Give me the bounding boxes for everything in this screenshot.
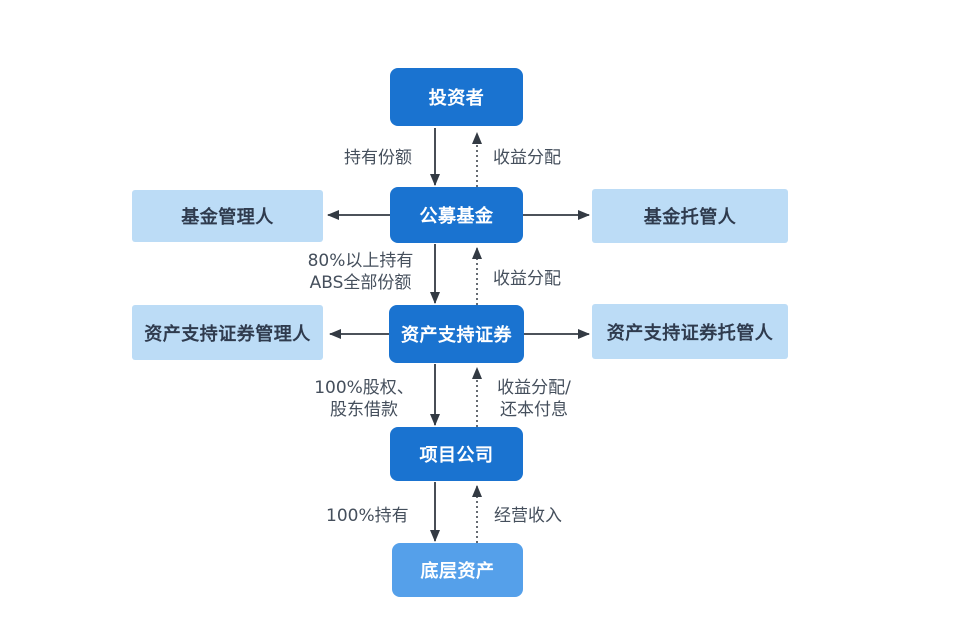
edge-label-100-percent-equity: 100%股权、 股东借款 <box>290 377 438 421</box>
edge-label-hold-100-percent: 100%持有 <box>326 506 409 526</box>
edge-label-equity-line2: 股东借款 <box>330 400 398 420</box>
node-investor-label: 投资者 <box>428 88 485 109</box>
node-abs-custodian: 资产支持证券托管人 <box>592 304 788 359</box>
edge-label-income-distribution-3: 收益分配/ 还本付息 <box>492 377 576 421</box>
node-project-company-label: 项目公司 <box>419 445 494 466</box>
node-public-fund-label: 公募基金 <box>419 206 494 227</box>
edge-label-income-3-line2: 还本付息 <box>500 400 568 420</box>
node-fund-manager-label: 基金管理人 <box>181 207 274 228</box>
edge-label-income-3-line1: 收益分配/ <box>497 378 571 398</box>
edge-label-operating-income: 经营收入 <box>494 506 562 526</box>
node-abs: 资产支持证券 <box>389 305 524 363</box>
node-abs-custodian-label: 资产支持证券托管人 <box>606 322 774 344</box>
node-fund-manager: 基金管理人 <box>132 190 323 242</box>
edge-label-equity-line1: 100%股权、 <box>314 378 414 398</box>
edge-label-hold-80-percent: 80%以上持有 ABS全部份额 <box>288 250 433 294</box>
node-fund-custodian-label: 基金托管人 <box>643 207 737 228</box>
node-project-company: 项目公司 <box>390 427 523 481</box>
edge-label-hold-shares: 持有份额 <box>344 148 412 168</box>
edge-label-hold-80-line2: ABS全部份额 <box>309 273 412 293</box>
node-abs-manager-label: 资产支持证券管理人 <box>144 323 311 345</box>
node-public-fund: 公募基金 <box>390 187 523 243</box>
edge-label-income-distribution-1: 收益分配 <box>493 148 561 168</box>
node-underlying-assets-label: 底层资产 <box>420 561 495 582</box>
edge-label-hold-80-line1: 80%以上持有 <box>307 251 414 271</box>
edge-label-income-distribution-2: 收益分配 <box>493 269 561 289</box>
node-underlying-assets: 底层资产 <box>392 543 523 597</box>
node-fund-custodian: 基金托管人 <box>592 189 788 243</box>
node-abs-manager: 资产支持证券管理人 <box>132 305 323 360</box>
node-abs-label: 资产支持证券 <box>401 325 512 346</box>
node-investor: 投资者 <box>390 68 523 126</box>
